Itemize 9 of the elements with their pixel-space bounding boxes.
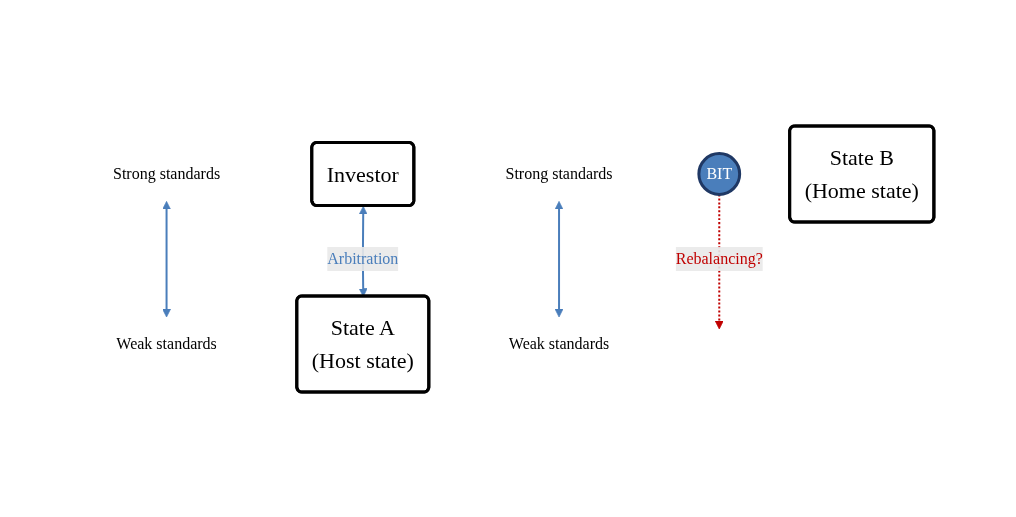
- node-circle: BIT: [696, 151, 741, 196]
- node-text: Weak standards: [115, 334, 217, 352]
- arrow: [161, 200, 171, 317]
- edge-label: Rebalancing?: [675, 249, 763, 267]
- edge-label: Arbitration: [326, 249, 398, 267]
- node-text: Weak standards: [508, 334, 609, 352]
- node-text: Strong standards: [505, 164, 613, 182]
- arrow: [554, 200, 563, 317]
- node-text: Strong standards: [112, 164, 220, 182]
